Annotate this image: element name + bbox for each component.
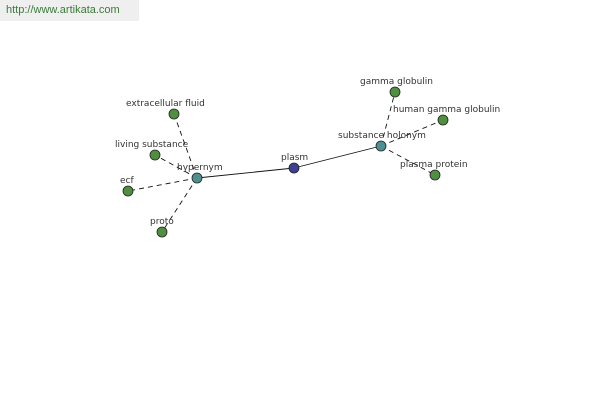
node-label[interactable]: human gamma globulin [393, 105, 500, 115]
node-dot[interactable] [122, 185, 134, 197]
node-label[interactable]: hypernym [177, 163, 223, 173]
edge-hypernym-ecf [127, 177, 198, 192]
node-label[interactable]: living substance [115, 140, 189, 150]
graph-node-extracellular-fluid[interactable]: extracellular fluid [126, 99, 205, 120]
node-dot[interactable] [437, 114, 449, 126]
graph-node-human-gamma-globulin[interactable]: human gamma globulin [393, 105, 500, 126]
graph-node-plasma-protein[interactable]: plasma protein [400, 160, 468, 181]
node-label[interactable]: ecf [120, 176, 134, 186]
edge-substance_holonym-human_gamma_globulin [380, 119, 444, 147]
node-dot[interactable] [156, 226, 168, 238]
node-layer: plasm hypernym substance holonym extracellu… [115, 77, 500, 238]
node-label[interactable]: proto [150, 217, 174, 227]
graph-node-substance-holonym[interactable]: substance holonym [338, 131, 426, 152]
graph-node-plasm[interactable]: plasm [281, 153, 308, 174]
edge-plasm-substance_holonym [293, 145, 382, 169]
graph-node-living-substance[interactable]: living substance [115, 140, 189, 161]
node-dot[interactable] [375, 140, 387, 152]
graph-node-ecf[interactable]: ecf [120, 176, 134, 197]
node-label[interactable]: plasma protein [400, 160, 468, 170]
edge-hypernym-extracellular_fluid [173, 113, 198, 179]
node-dot[interactable] [191, 172, 203, 184]
graph-node-hypernym[interactable]: hypernym [177, 163, 223, 184]
edge-plasm-hypernym [196, 167, 295, 179]
node-label[interactable]: extracellular fluid [126, 99, 205, 109]
edge-substance_holonym-gamma_globulin [380, 91, 396, 147]
source-link[interactable]: http://www.artikata.com [0, 0, 139, 21]
node-dot[interactable] [389, 86, 401, 98]
edge-hypernym-living_substance [154, 154, 198, 179]
node-dot[interactable] [429, 169, 441, 181]
edge-substance_holonym-plasma_protein [380, 145, 436, 176]
node-label[interactable]: substance holonym [338, 131, 426, 141]
node-dot[interactable] [168, 108, 180, 120]
node-label[interactable]: gamma globulin [360, 77, 433, 87]
node-dot[interactable] [149, 149, 161, 161]
node-label[interactable]: plasm [281, 153, 308, 163]
graph-node-proto[interactable]: proto [150, 217, 174, 238]
edge-layer [127, 91, 444, 233]
graph-node-gamma-globulin[interactable]: gamma globulin [360, 77, 433, 98]
node-dot[interactable] [288, 162, 300, 174]
edge-hypernym-proto [161, 177, 198, 233]
